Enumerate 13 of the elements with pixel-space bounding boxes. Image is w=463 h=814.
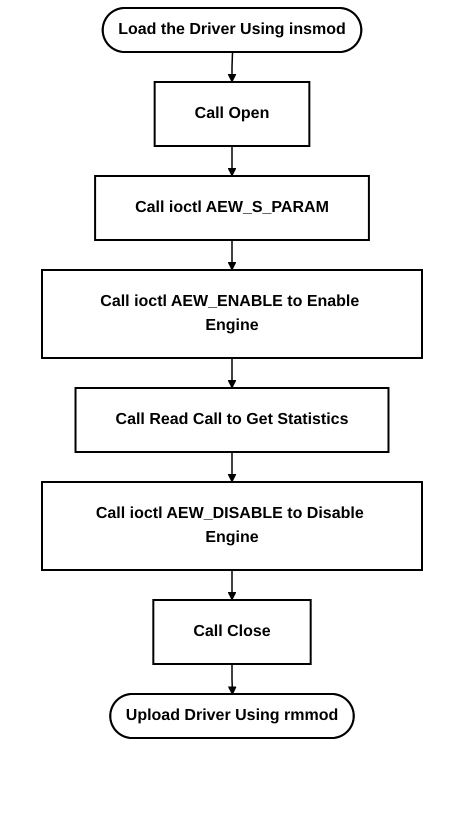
arrow bbox=[227, 570, 236, 600]
arrow bbox=[227, 52, 236, 82]
node-box: Call Close bbox=[152, 599, 312, 665]
node-box: Call ioctl AEW_ENABLE to Enable Engine bbox=[40, 269, 422, 359]
arrow bbox=[227, 664, 236, 695]
node-box: Call Open bbox=[153, 81, 310, 147]
node-box: Call ioctl AEW_S_PARAM bbox=[94, 175, 370, 241]
arrow bbox=[227, 146, 236, 176]
arrow bbox=[227, 452, 236, 482]
node-box: Call ioctl AEW_DISABLE to Disable Engine bbox=[40, 481, 422, 571]
arrow bbox=[227, 240, 236, 270]
arrow bbox=[227, 358, 236, 388]
node-box: Call Read Call to Get Statistics bbox=[74, 387, 389, 453]
